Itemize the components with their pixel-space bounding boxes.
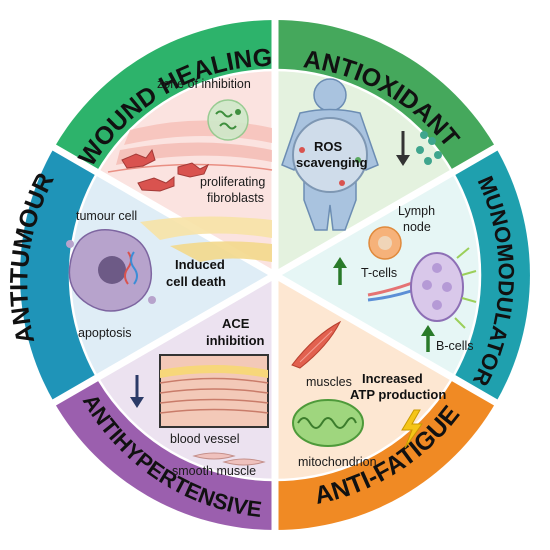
sector-dividers [48,16,502,534]
muscle-fibre-icon [291,320,342,369]
scavenging-label: scavenging [296,155,368,170]
apoptosis-label: apoptosis [78,326,132,340]
increased-label: Increased [362,371,423,386]
tumour-cell-icon [66,229,156,312]
lightning-bolt-icon [401,409,423,449]
down-arrow-icon-pressure [130,375,144,408]
ros-label: ROS [314,139,343,154]
induced-label: Induced [175,257,225,272]
antitumour-inner-sector [70,172,275,378]
b-cells-label: B-cells [436,339,474,353]
lymph-label: Lymph [398,204,435,218]
fibroblasts-label: fibroblasts [207,191,264,205]
mitochondrion-icon [292,399,364,447]
t-cells-label: T-cells [361,266,397,280]
smooth-muscle-label: smooth muscle [172,464,256,478]
cell-death-label: cell death [166,274,226,289]
atp-production-label: ATP production [350,387,446,402]
ros-scavenging-circle [292,117,368,193]
zone-of-inhibition-icon [207,99,249,141]
mitochondrion-label: mitochondrion [298,455,377,469]
inhibition-label: inhibition [206,333,265,348]
antioxidant-molecules-icon [416,131,442,165]
up-arrow-icon-bcells [421,325,435,352]
blood-vessel-cross-section [159,354,269,428]
muscles-label: muscles [306,375,352,389]
zone-of-inhibition-label: zone of inhibition [157,77,251,91]
up-arrow-icon-tcells [333,257,347,285]
blood-vessel-label: blood vessel [170,432,240,446]
node-label: node [403,220,431,234]
smooth-muscle-cells-icon [192,452,266,466]
lymph-node-icon [367,247,477,329]
down-arrow-icon [396,131,410,166]
tumour-cell-label: tumour cell [76,209,137,223]
t-cell-icon [368,226,402,260]
fibroblast-cells-icon [121,148,210,192]
ace-label: ACE [222,316,250,331]
proliferating-label: proliferating [200,175,265,189]
